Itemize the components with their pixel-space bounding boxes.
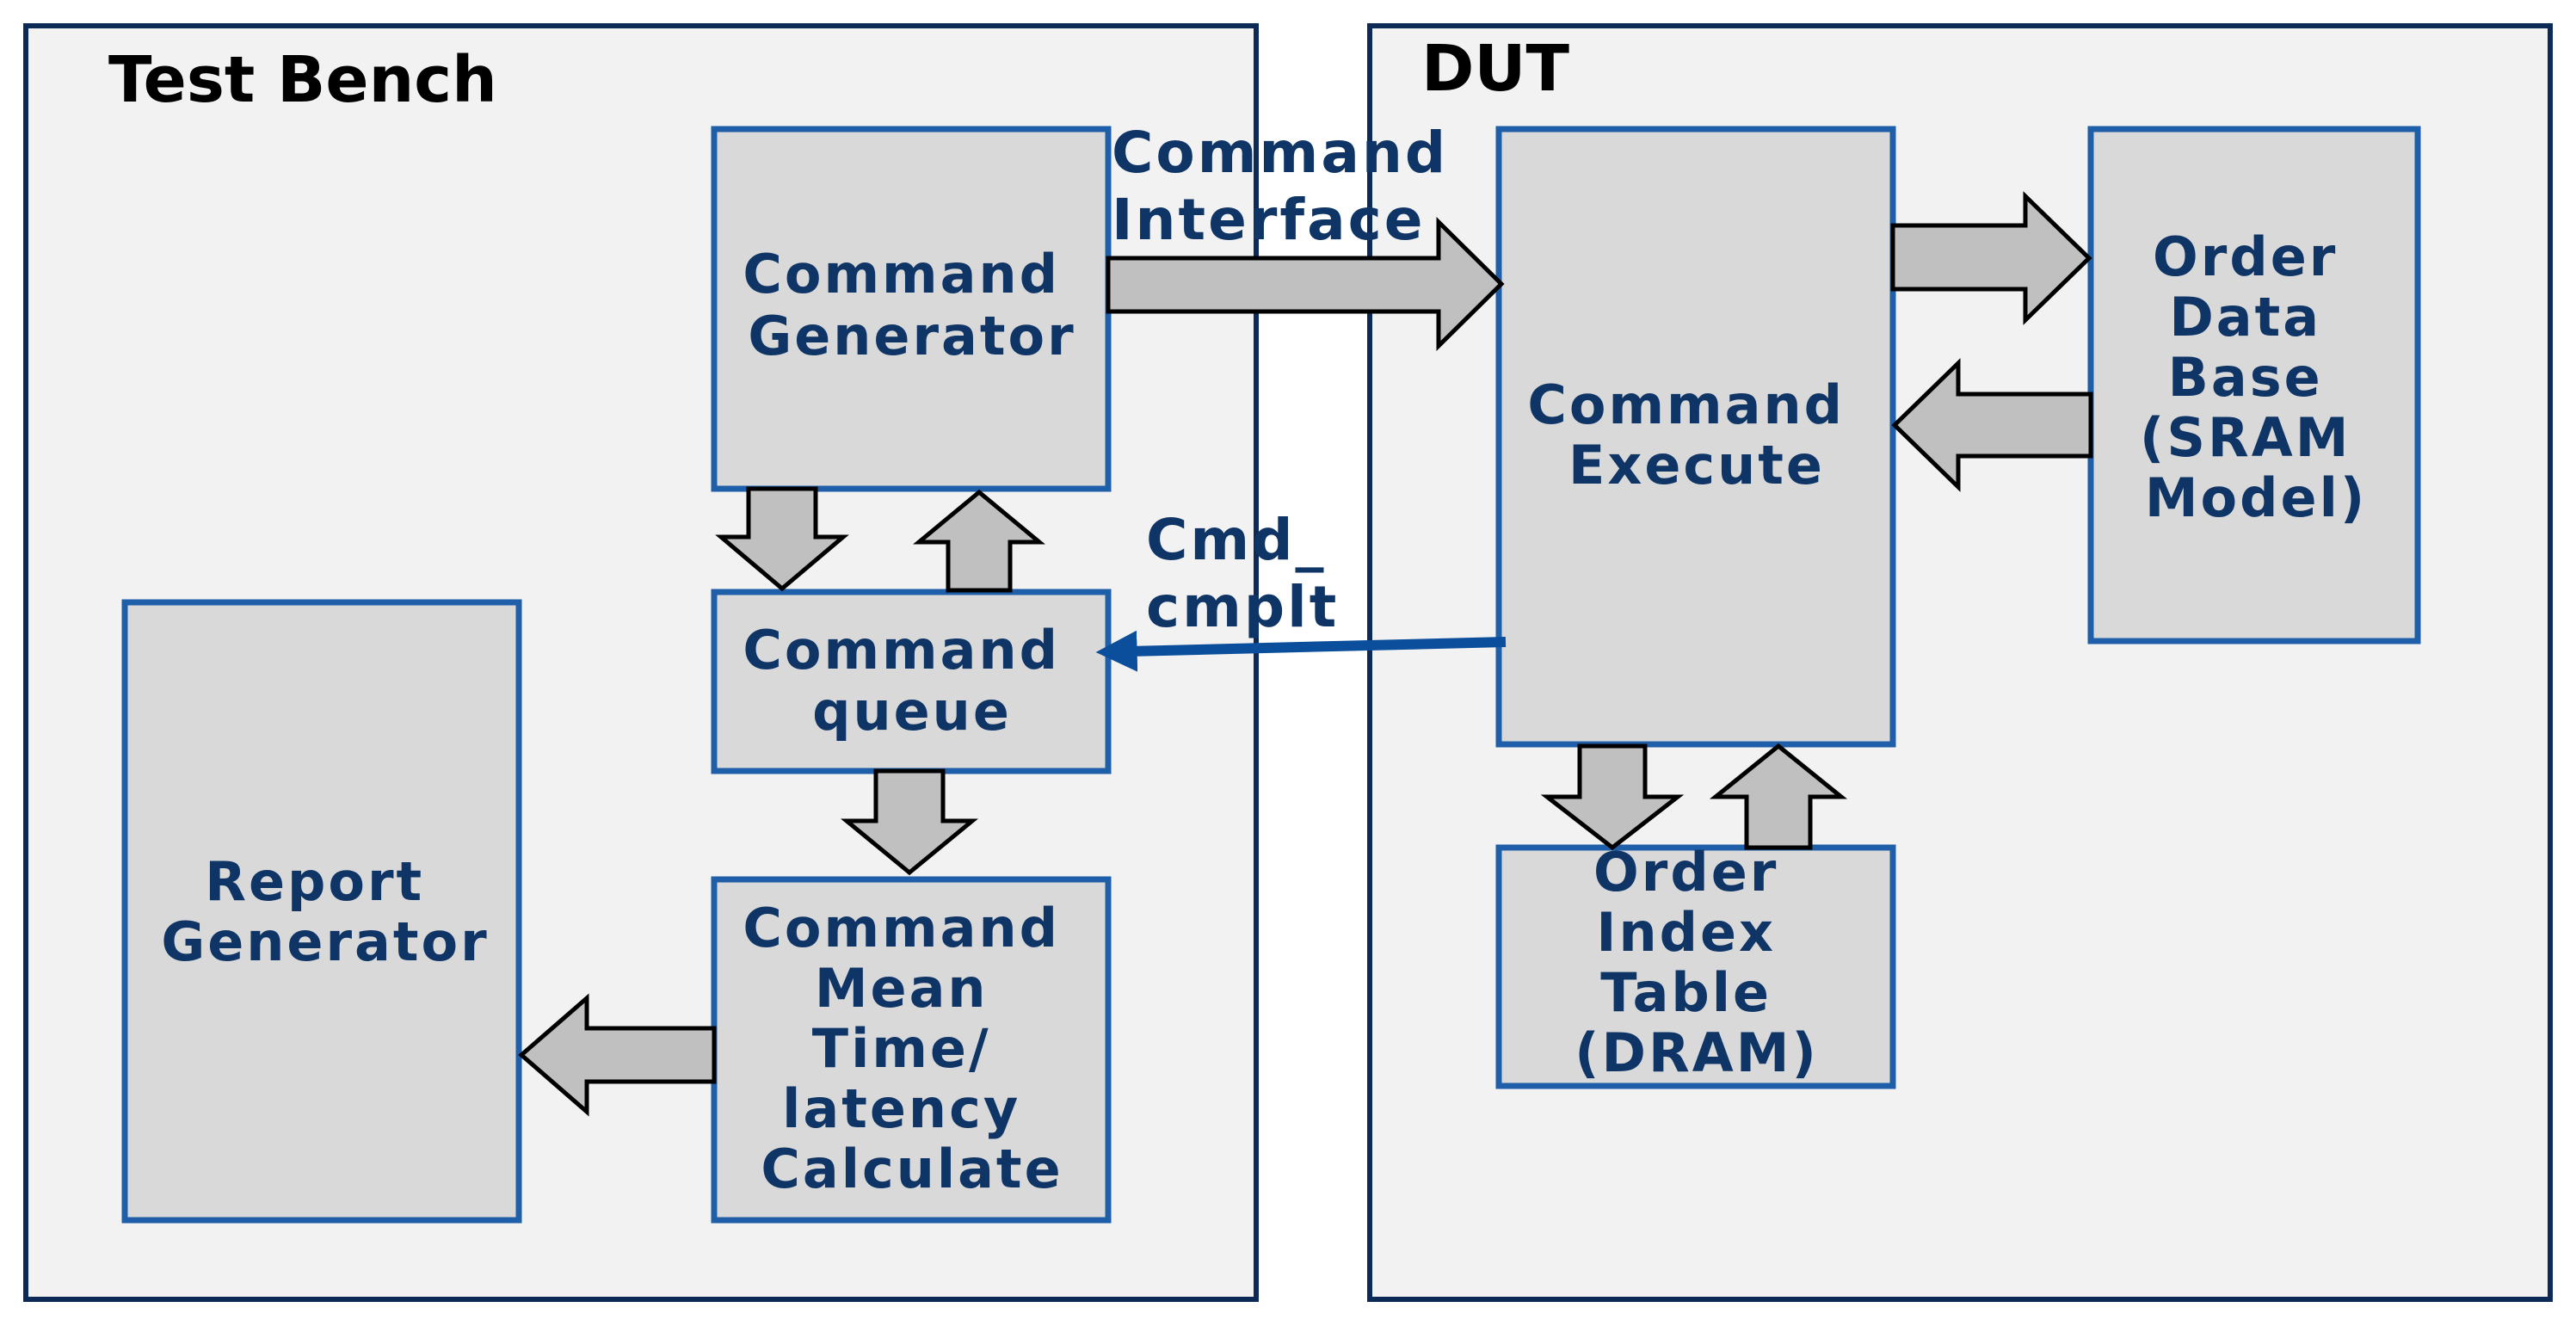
command-generator-box	[711, 126, 1112, 492]
queue-to-mean-time-arrow	[841, 768, 978, 876]
command-interface-arrow	[1106, 217, 1505, 351]
data-base-to-execute-arrow	[1891, 358, 2093, 492]
report-generator-box	[121, 599, 522, 1224]
test-bench-title: Test Bench	[108, 43, 497, 117]
report-generator-label: Report Generator	[161, 850, 489, 973]
command-generator-label: Command Generator	[743, 243, 1081, 367]
generator-to-queue-arrow	[715, 486, 849, 592]
command-interface-label: Command Interface	[1112, 120, 1470, 253]
command-mean-time-label: Command Mean Time/ latency Calculate	[743, 897, 1081, 1200]
command-mean-time-box	[711, 876, 1112, 1224]
queue-to-generator-arrow	[913, 489, 1045, 593]
order-index-table-label: Order Index Table (DRAM)	[1575, 841, 1819, 1084]
dut-title: DUT	[1421, 32, 1570, 106]
command-queue-box	[711, 589, 1112, 774]
index-table-to-execute-arrow	[1709, 743, 1848, 850]
order-data-base-box	[2087, 126, 2421, 644]
execute-to-data-base-arrow	[1890, 191, 2092, 325]
cmd-cmplt-signal-arrow	[1095, 630, 1507, 672]
order-index-table-box	[1495, 844, 1896, 1089]
execute-to-index-table-arrow	[1540, 743, 1685, 851]
command-execute-label: Command Execute	[1527, 373, 1865, 496]
order-data-base-label: Order Data Base (SRAM Model)	[2140, 225, 2372, 529]
command-execute-box	[1495, 126, 1896, 748]
command-queue-label: Command queue	[743, 619, 1081, 743]
cmd-cmplt-label: Cmd_ cmplt	[1146, 507, 1348, 640]
mean-time-to-report-arrow	[518, 993, 717, 1117]
